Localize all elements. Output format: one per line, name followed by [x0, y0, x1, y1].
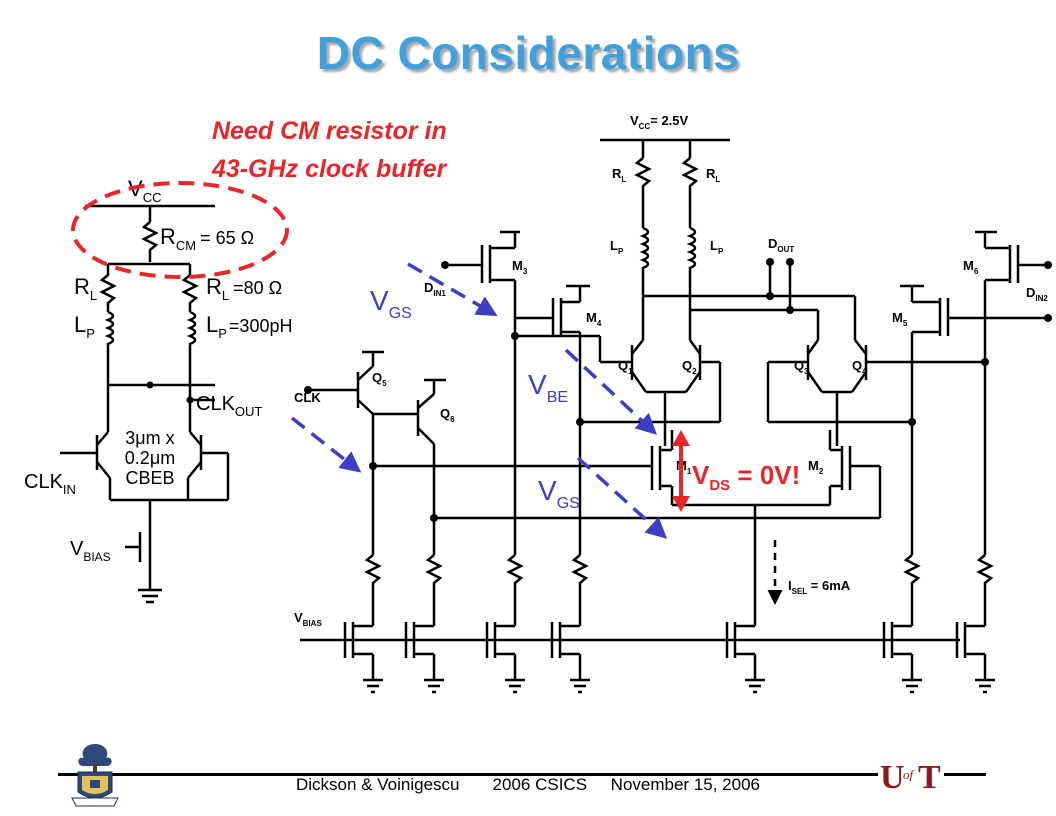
footer-rule: [58, 773, 986, 776]
m5-label: M5: [892, 310, 908, 328]
uoft-logo-t: T: [918, 759, 941, 793]
din1-label: DIN1: [424, 280, 446, 298]
callout-line-2: 43-GHz clock buffer: [212, 155, 447, 183]
left-vbias-label: VBIAS: [70, 538, 111, 564]
lp-right-inductor: [186, 310, 197, 385]
rl-b-resistor: [681, 157, 699, 210]
main-vcc-label: VCC= 2.5V: [630, 113, 689, 131]
footer: Dickson & Voinigescu 2006 CSICS November…: [0, 775, 1056, 795]
dout-label: DOUT: [768, 236, 794, 254]
bottom-current-sources: [300, 618, 987, 680]
rcm-resistor: [141, 221, 159, 262]
clk-arrow: [290, 416, 362, 473]
left-vcc-label: VCC: [128, 176, 161, 205]
m1-label: M1: [676, 458, 692, 476]
device-size-line-2: 0.2μm: [125, 448, 175, 468]
device-size-line-3: CBEB: [125, 468, 174, 488]
annotation-labels: VGS VBE VGS: [370, 285, 580, 512]
ground-symbols: [363, 678, 995, 694]
device-size-line-1: 3μm x: [125, 428, 174, 448]
uoft-logo-u: U: [880, 759, 905, 793]
rl-b-label: RL: [706, 166, 720, 184]
footer-conference: 2006 CSICS: [492, 775, 588, 794]
main-vbias-label: VBIAS: [294, 610, 322, 628]
vgs-bottom-arrow: [576, 456, 668, 539]
lp-left-label: LP: [74, 312, 95, 341]
footer-date: November 15, 2006: [610, 775, 760, 794]
rl-right-label: RL=80 Ω: [206, 274, 282, 303]
isel-label: ISEL = 6mA: [788, 578, 851, 596]
clk-in-label: CLKIN: [24, 471, 76, 497]
q5-label: Q5: [372, 370, 387, 388]
clk-label: CLK: [294, 390, 321, 405]
vgs-top-arrow: [407, 262, 498, 317]
lp-a-inductor: [639, 226, 650, 296]
q4-label: Q4: [852, 358, 867, 376]
vds-double-arrow: [672, 430, 690, 512]
lp-right-label: LP=300pH: [206, 312, 292, 341]
vbe-label: VBE: [528, 369, 568, 406]
q3-label: Q3: [794, 358, 809, 376]
left-circuit: [60, 204, 230, 604]
rl-left-resistor: [99, 264, 117, 312]
m2-label: M2: [808, 458, 824, 476]
callout-line-1: Need CM resistor in: [212, 117, 447, 145]
footer-authors: Dickson & Voinigescu: [296, 775, 460, 794]
q1-label: Q1: [618, 358, 633, 376]
vgs-top-label: VGS: [370, 285, 412, 322]
vgs-bottom-label: VGS: [538, 475, 580, 512]
rcm-label: RCM= 65 Ω: [160, 224, 254, 253]
rl-left-label: RL: [74, 274, 97, 303]
din2-label: DIN2: [1026, 285, 1048, 303]
slide-title: DC Considerations: [316, 27, 740, 79]
lp-a-label: LP: [610, 238, 624, 256]
lp-left-inductor: [104, 310, 115, 385]
m4-label: M4: [586, 310, 602, 328]
rl-right-resistor: [181, 264, 199, 312]
uoft-logo: U of T: [878, 757, 944, 793]
main-circuit: [300, 138, 1050, 694]
vds-label: VDS = 0V!: [692, 460, 800, 494]
lp-b-inductor: [686, 226, 697, 310]
q2-label: Q2: [682, 358, 697, 376]
lp-b-label: LP: [710, 238, 724, 256]
clk-out-label: CLKOUT: [196, 393, 262, 419]
m6-label: M6: [963, 258, 979, 276]
m3-label: M3: [512, 258, 528, 276]
university-crest-logo: [71, 744, 119, 807]
q6-label: Q6: [440, 406, 455, 424]
vbe-arrow: [564, 348, 658, 435]
rcm-highlight-ellipse: [71, 181, 289, 279]
callout-text: Need CM resistor in 43-GHz clock buffer: [212, 112, 447, 188]
rl-a-resistor: [634, 157, 652, 210]
rl-a-label: RL: [612, 166, 626, 184]
circuit-schematic: VCC RCM= 65 Ω RL RL=80 Ω LP LP=300pH CLK…: [24, 113, 1052, 694]
voltage-annotation-arrows: [290, 262, 668, 539]
main-circuit-labels: VCC= 2.5V RL RL LP LP DOUT DIN1 DIN2 M3 …: [294, 113, 1048, 628]
junction-dots: [304, 258, 1052, 522]
left-circuit-labels: VCC RCM= 65 Ω RL RL=80 Ω LP LP=300pH CLK…: [24, 176, 292, 564]
uoft-logo-of: of: [903, 767, 916, 782]
